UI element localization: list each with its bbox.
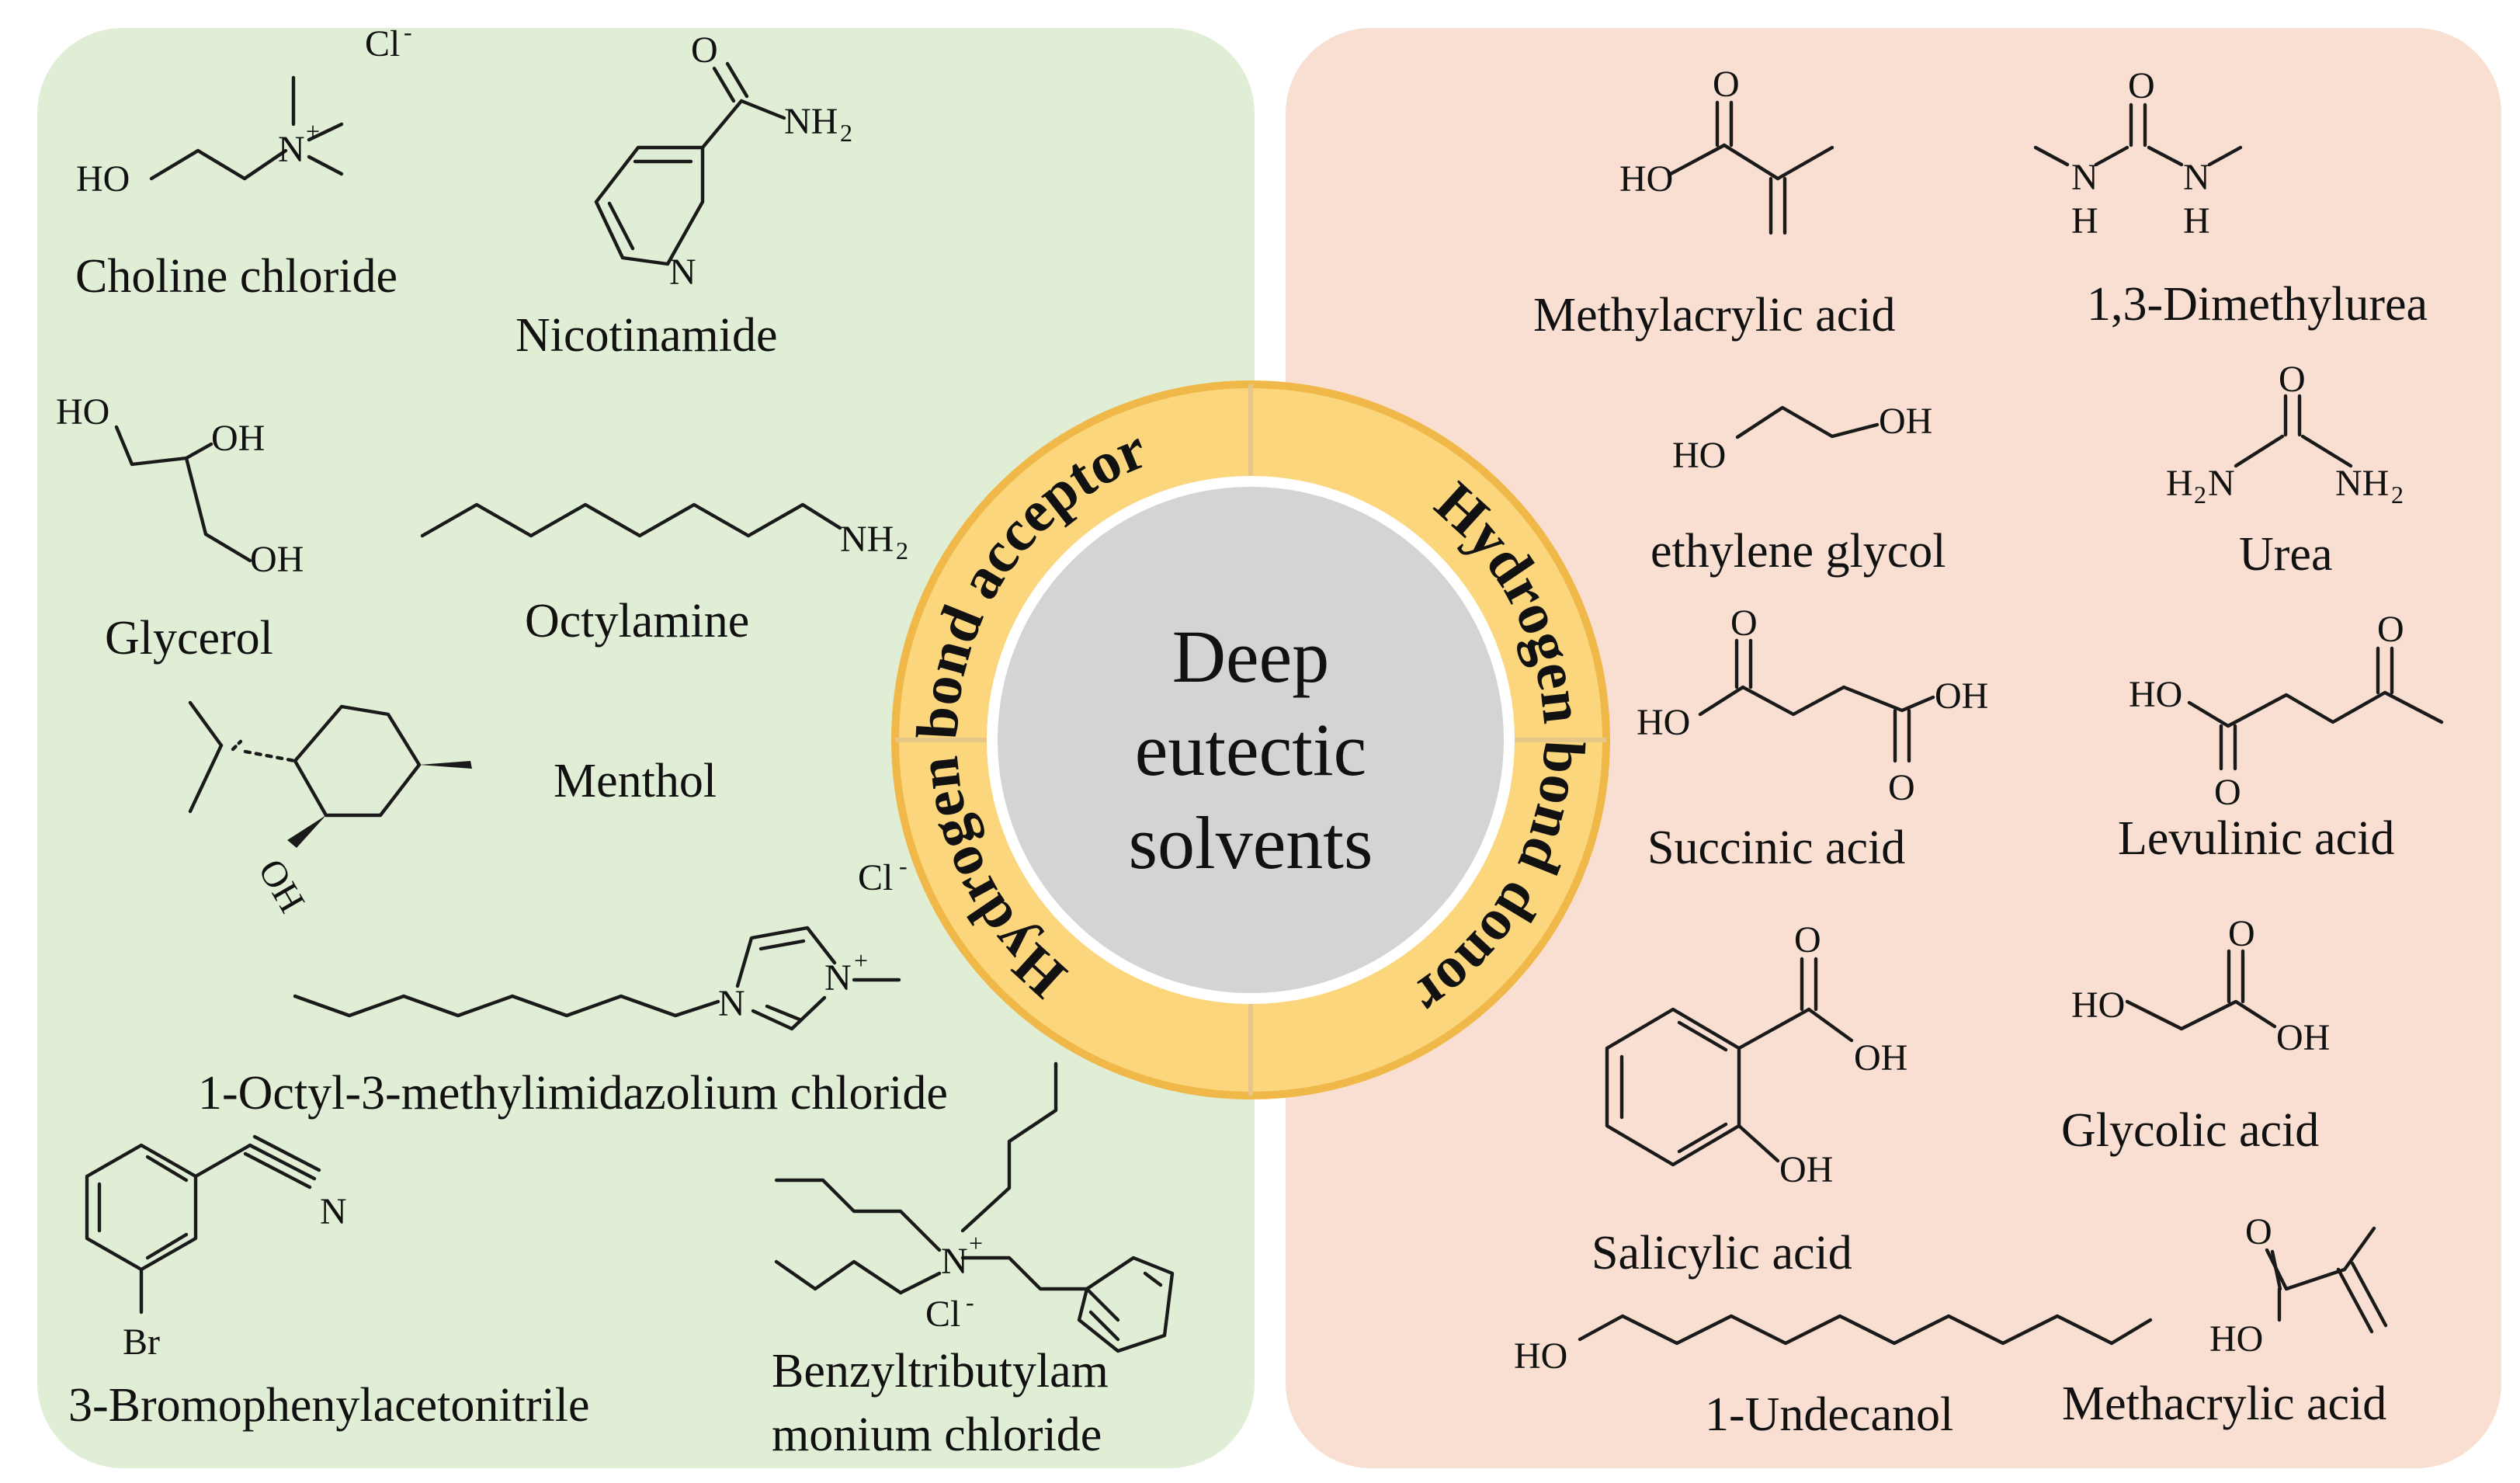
atom-label: O <box>2214 772 2241 813</box>
compound-name: 1-Undecanol <box>1705 1388 1953 1441</box>
compound-name: Glycerol <box>105 612 273 665</box>
methacrylic-acid-structure: O HO Methacrylic acid <box>2062 1211 2388 1430</box>
atom-label: H <box>2071 200 2098 241</box>
atom-label: Cl <box>858 857 893 898</box>
compound-name: 1,3-Dimethylurea <box>2087 278 2428 331</box>
urea-structure: O H 2 N NH 2 Urea <box>2166 359 2404 581</box>
ethylene-glycol-structure: HO OH ethylene glycol <box>1650 401 1946 578</box>
atom-label: HO <box>1619 158 1673 200</box>
atom-label: Br <box>123 1322 160 1363</box>
atom-label: H <box>2166 463 2193 504</box>
compound-name: Levulinic acid <box>2118 812 2394 865</box>
atom-label: OH <box>1779 1149 1833 1190</box>
compound-name: Methylacrylic acid <box>1533 289 1896 342</box>
atom-label: O <box>1888 767 1915 808</box>
compound-name: monium chloride <box>772 1408 1102 1461</box>
atom-label: HO <box>2209 1318 2263 1360</box>
atom-label: NH <box>840 519 894 560</box>
atom-label: HO <box>1514 1335 1567 1377</box>
nicotinamide-structure: O NH 2 N Nicotinamide <box>515 30 852 362</box>
atom-label: OH <box>1854 1037 1907 1078</box>
atom-label: O <box>1713 64 1740 105</box>
glycolic-acid-structure: O HO OH Glycolic acid <box>2061 913 2330 1157</box>
charge-label: + <box>854 946 868 974</box>
atom-label: Cl <box>925 1294 960 1335</box>
choline-chloride-structure: HO N + Cl - Choline chloride <box>75 18 412 303</box>
center-ring: Deep eutectic solvents Hydrogen bond acc… <box>891 380 1610 1099</box>
subscript: 2 <box>896 537 908 564</box>
compound-name: Methacrylic acid <box>2062 1377 2386 1430</box>
atom-label: OH <box>250 539 304 580</box>
atom-label: NH <box>2335 463 2389 504</box>
atom-label: O <box>1794 919 1821 960</box>
atom-label: HO <box>2071 985 2125 1026</box>
atom-label: N <box>2183 157 2210 198</box>
compound-name: Succinic acid <box>1647 821 1905 874</box>
methylacrylic-acid-structure: O HO Methylacrylic acid <box>1533 64 1896 342</box>
atom-label: HO <box>76 158 130 200</box>
salicylic-acid-structure: O OH OH Salicylic acid <box>1591 919 1907 1280</box>
compound-name: 1-Octyl-3-methylimidazolium chloride <box>198 1067 948 1120</box>
atom-label: OH <box>211 418 265 459</box>
atom-label: OH <box>1879 401 1932 442</box>
center-title-line2: eutectic <box>1135 708 1366 791</box>
atom-label: O <box>2245 1211 2272 1252</box>
charge-label: + <box>969 1229 983 1257</box>
omim-chloride-structure: N N + Cl - 1-Octyl-3-methylimidazolium c… <box>198 852 948 1120</box>
atom-label: N <box>320 1191 347 1232</box>
subscript: 2 <box>2194 481 2206 509</box>
charge-label: - <box>404 18 412 46</box>
undecanol-structure: HO 1-Undecanol <box>1514 1314 2153 1441</box>
atom-label: NH <box>784 101 838 142</box>
glycerol-structure: HO OH OH Glycerol <box>56 391 304 665</box>
atom-label: N <box>278 129 305 170</box>
compound-name: 3-Bromophenylacetonitrile <box>68 1379 589 1432</box>
atom-label: H <box>2183 200 2210 241</box>
center-disc <box>987 476 1515 1004</box>
atom-label: O <box>1730 603 1758 644</box>
atom-label: N <box>824 957 852 999</box>
atom-label: N <box>941 1241 968 1282</box>
compound-name: Choline chloride <box>75 250 397 303</box>
charge-label: - <box>899 852 908 880</box>
benzyltributylammonium-structure: N + Cl - Benzyltributylam monium chlorid… <box>772 1061 1175 1461</box>
compound-name: ethylene glycol <box>1650 525 1946 578</box>
atom-label: O <box>2128 65 2155 106</box>
charge-label: - <box>966 1288 974 1316</box>
atom-label: O <box>2279 359 2306 400</box>
atom-label: HO <box>1637 702 1690 743</box>
atom-label: OH <box>2276 1017 2330 1058</box>
atom-label: HO <box>56 391 109 432</box>
subscript: 2 <box>840 119 852 147</box>
succinic-acid-structure: O HO OH O Succinic acid <box>1637 603 1988 874</box>
subscript: 2 <box>2391 481 2404 509</box>
atom-label: N <box>2071 157 2098 198</box>
compound-name: Salicylic acid <box>1591 1227 1852 1280</box>
compound-name: Octylamine <box>525 595 749 648</box>
atom-label: N <box>669 252 696 293</box>
compound-name: Urea <box>2239 528 2332 581</box>
atom-label: Cl <box>365 23 400 64</box>
atom-label: O <box>691 30 718 71</box>
charge-label: + <box>306 117 320 145</box>
octylamine-structure: NH 2 Octylamine <box>420 502 908 648</box>
center-title-line3: solvents <box>1129 801 1373 884</box>
bromophenylacetonitrile-structure: N Br 3-Bromophenylacetonitrile <box>68 1134 589 1432</box>
compound-name: Nicotinamide <box>515 309 777 362</box>
atom-label: N <box>718 983 745 1024</box>
atom-label: HO <box>2129 674 2182 715</box>
levulinic-acid-structure: HO O O Levulinic acid <box>2118 609 2444 865</box>
compound-name: Benzyltributylam <box>772 1345 1109 1398</box>
atom-label: O <box>2228 913 2255 954</box>
atom-label: O <box>2377 609 2404 650</box>
atom-label: OH <box>1935 676 1988 717</box>
atom-label: HO <box>1672 435 1726 476</box>
compound-name: Glycolic acid <box>2061 1104 2319 1157</box>
atom-label: N <box>2208 463 2235 504</box>
dimethylurea-structure: O N N H H 1,3-Dimethylurea <box>2033 65 2428 331</box>
compound-name: Menthol <box>554 755 717 807</box>
center-title-line1: Deep <box>1172 615 1330 698</box>
acceptor-panel <box>37 28 1255 1468</box>
